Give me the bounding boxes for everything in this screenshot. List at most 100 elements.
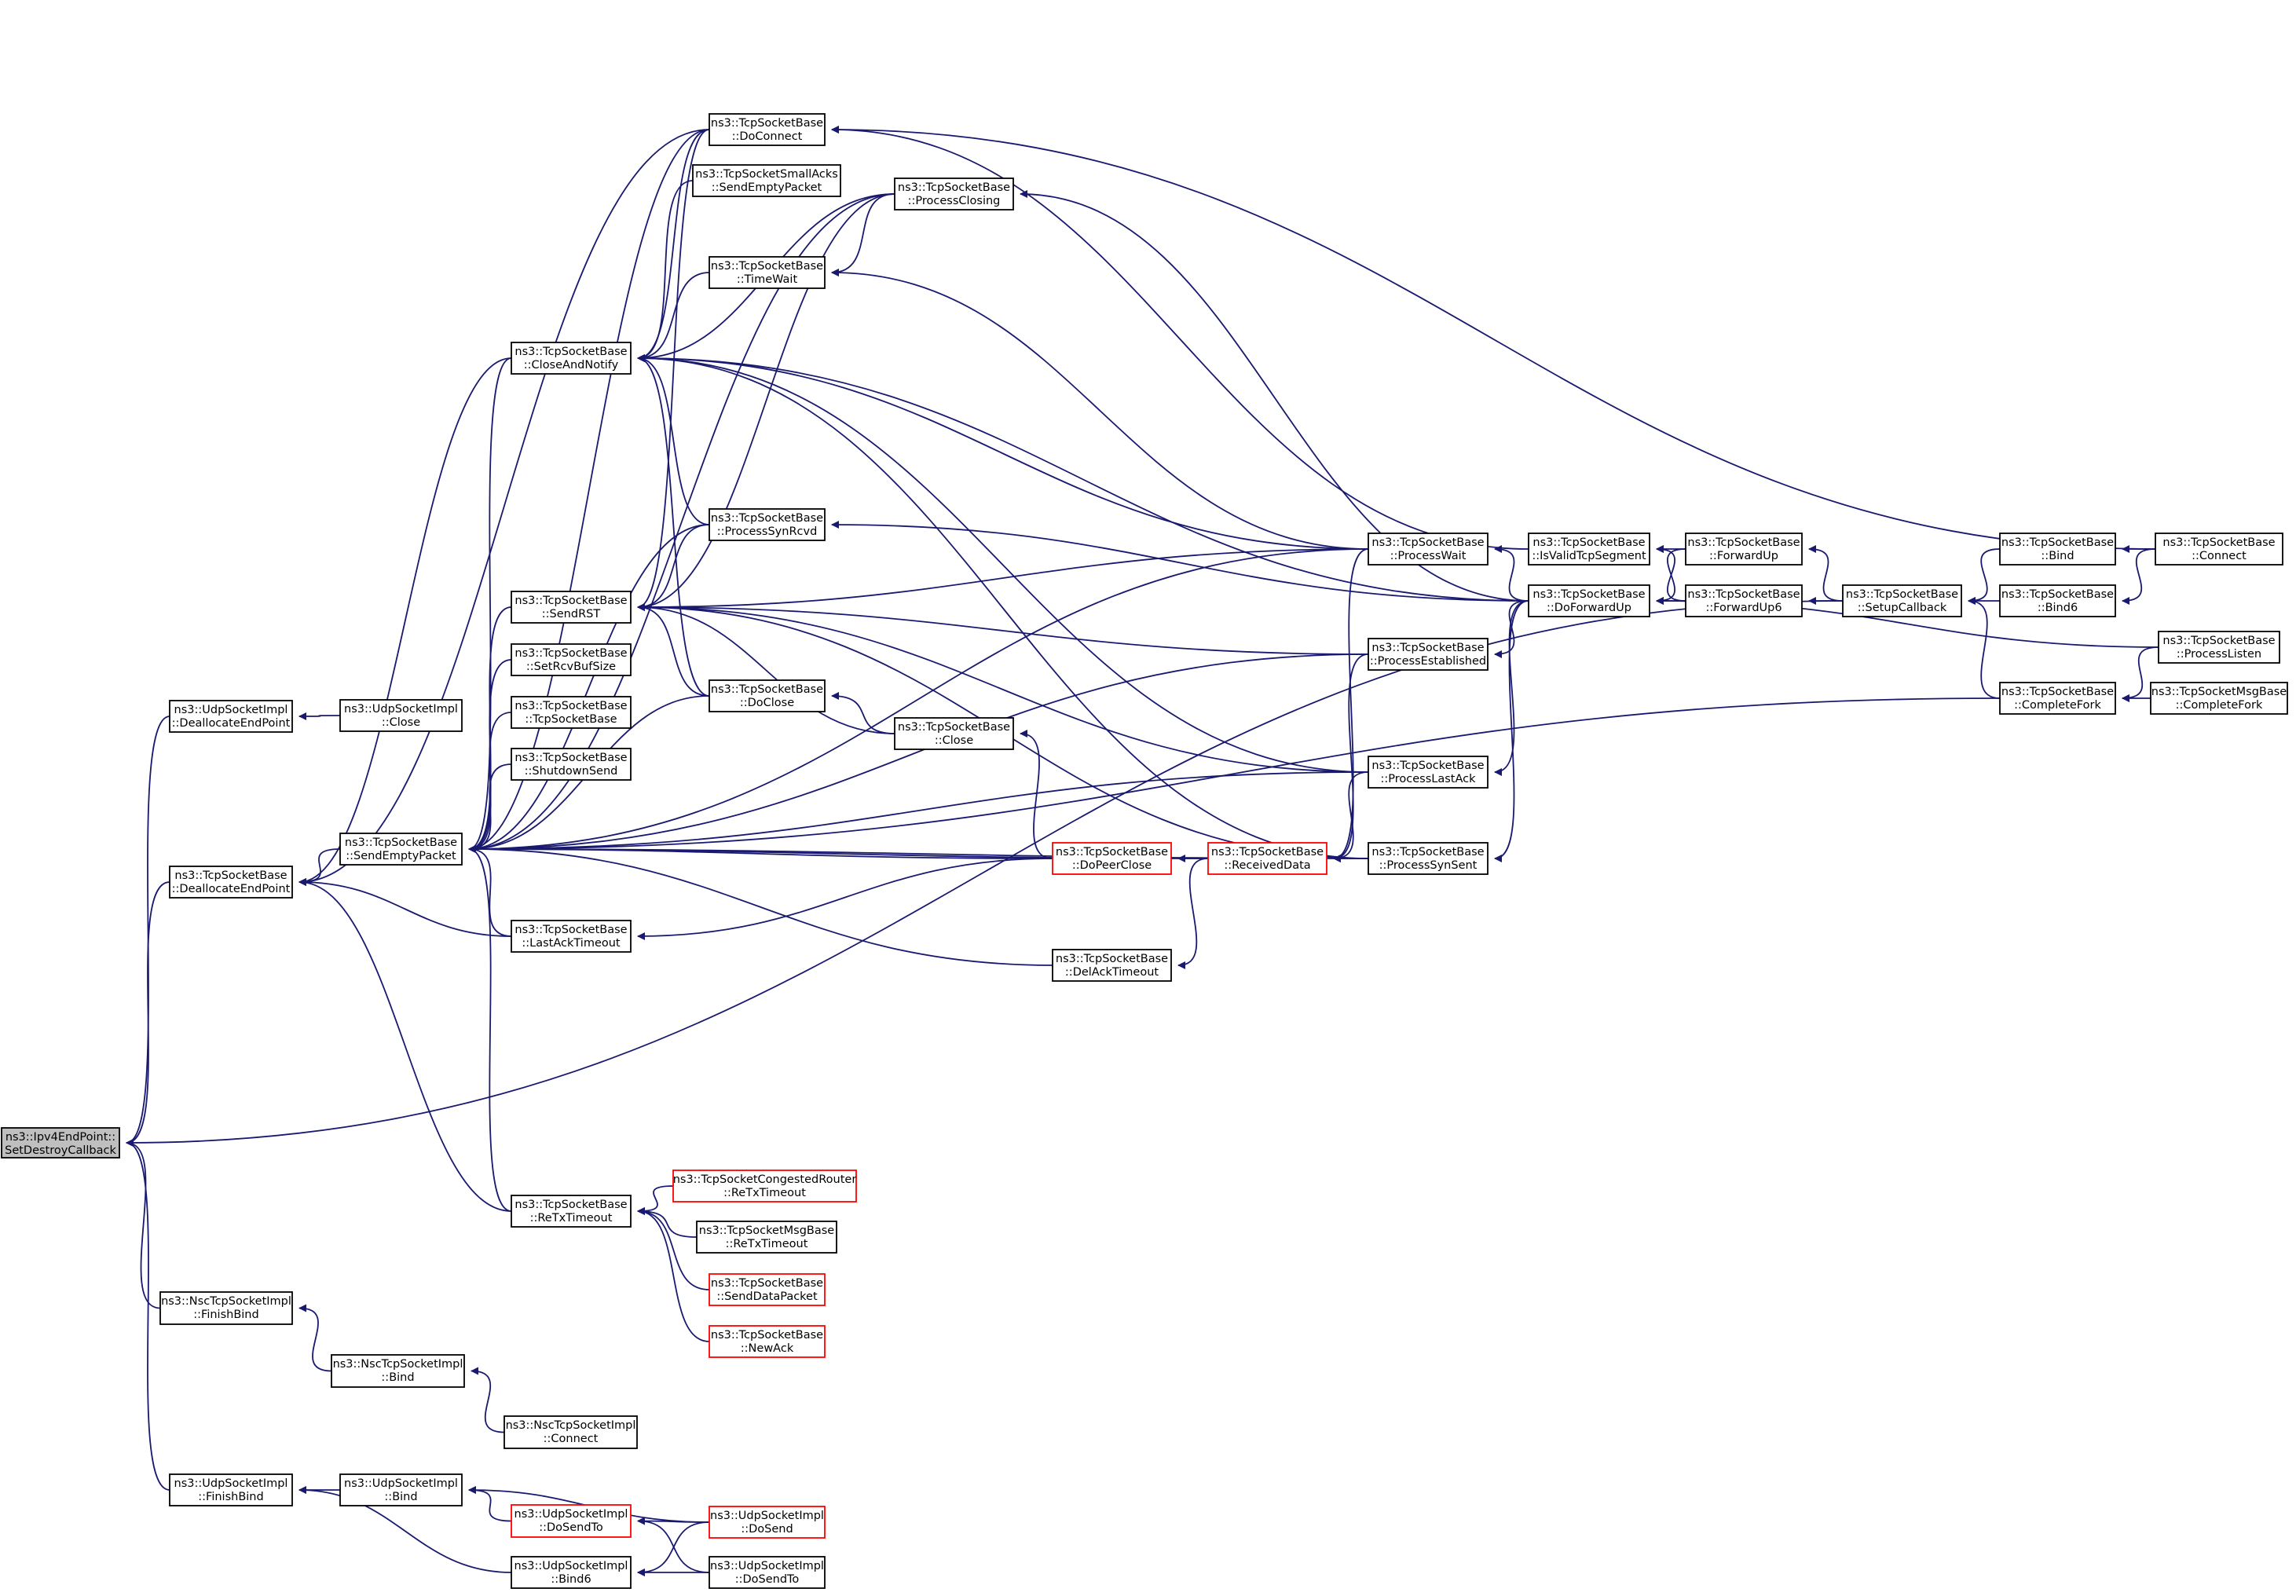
edge-sendrst-to-processclosing [637, 193, 895, 611]
node-bind[interactable]: ns3::TcpSocketBase::Bind [1999, 533, 2116, 566]
edge-root-to-udp_dealloc [126, 716, 170, 1147]
node-label-line2: ::ReTxTimeout [726, 1238, 808, 1250]
edge-closenotify-to-processwait [637, 354, 1369, 550]
edge-forwardup-to-setupcallback [1808, 545, 1844, 602]
node-label-line1: ns3::TcpSocketBase [1687, 536, 1800, 549]
node-nsc-finishbind[interactable]: ns3::NscTcpSocketImpl::FinishBind [159, 1291, 293, 1325]
node-doclose[interactable]: ns3::TcpSocketBase::DoClose [709, 679, 826, 712]
node-dopeerclose[interactable]: ns3::TcpSocketBase::DoPeerClose [1052, 842, 1172, 875]
node-udp-dealloc[interactable]: ns3::UdpSocketImpl::DeallocateEndPoint [169, 700, 293, 733]
node-setupcallback[interactable]: ns3::TcpSocketBase::SetupCallback [1842, 584, 1962, 617]
node-label-line2: ::Bind6 [551, 1573, 591, 1586]
node-udp-dosend[interactable]: ns3::UdpSocketImpl::DoSend [709, 1506, 826, 1539]
node-processlastack[interactable]: ns3::TcpSocketBase::ProcessLastAck [1368, 756, 1489, 789]
node-box [2155, 533, 2283, 566]
node-box [709, 679, 826, 712]
node-retxtimeout[interactable]: ns3::TcpSocketBase::ReTxTimeout [511, 1195, 632, 1228]
node-processclosing[interactable]: ns3::TcpSocketBase::ProcessClosing [894, 178, 1014, 210]
node-label-line2: ::Connect [544, 1433, 599, 1445]
edge-doforwardup-to-forwardup [1656, 548, 1686, 605]
node-close[interactable]: ns3::TcpSocketBase::Close [894, 717, 1014, 750]
node-timewait[interactable]: ns3::TcpSocketBase::TimeWait [709, 256, 826, 289]
node-tcp-dealloc[interactable]: ns3::TcpSocketBase::DeallocateEndPoint [169, 866, 293, 899]
node-shutdownsend[interactable]: ns3::TcpSocketBase::ShutdownSend [511, 748, 632, 781]
node-label-line2: ::DoSend [741, 1523, 793, 1536]
node-label-line2: ::NewAck [741, 1342, 794, 1355]
node-processsynrcvd[interactable]: ns3::TcpSocketBase::ProcessSynRcvd [709, 508, 826, 541]
node-processestablished[interactable]: ns3::TcpSocketBase::ProcessEstablished [1368, 638, 1489, 671]
node-udp-dosendto2[interactable]: ns3::UdpSocketImpl::DoSendTo [709, 1556, 826, 1589]
node-doconnect[interactable]: ns3::TcpSocketBase::DoConnect [709, 113, 826, 146]
node-doforwardup[interactable]: ns3::TcpSocketBase::DoForwardUp [1528, 584, 1650, 617]
node-congested[interactable]: ns3::TcpSocketCongestedRouter::ReTxTimeo… [672, 1170, 857, 1202]
node-label-line2: ::Bind [384, 1491, 417, 1503]
node-label-line1: ns3::UdpSocketImpl [344, 703, 458, 716]
node-sendrst[interactable]: ns3::TcpSocketBase::SendRST [511, 591, 632, 624]
node-smallacks[interactable]: ns3::TcpSocketSmallAcks::SendEmptyPacket [692, 164, 841, 197]
node-completefork[interactable]: ns3::TcpSocketBase::CompleteFork [1999, 682, 2116, 715]
node-processlisten[interactable]: ns3::TcpSocketBase::ProcessListen [2158, 631, 2280, 664]
node-tcpctor[interactable]: ns3::TcpSocketBase::TcpSocketBase [511, 696, 632, 729]
node-box [511, 1556, 632, 1589]
node-box [1368, 533, 1489, 566]
node-forwardup6[interactable]: ns3::TcpSocketBase::ForwardUp6 [1685, 584, 1803, 617]
node-udp-bind6[interactable]: ns3::UdpSocketImpl::Bind6 [511, 1556, 632, 1589]
node-isvalid[interactable]: ns3::TcpSocketBase::IsValidTcpSegment [1528, 533, 1650, 566]
node-msg-completefork[interactable]: ns3::TcpSocketMsgBase::CompleteFork [2150, 682, 2288, 715]
node-nsc-connect[interactable]: ns3::NscTcpSocketImpl::Connect [504, 1415, 638, 1449]
node-label-line1: ns3::Ipv4EndPoint:: [5, 1131, 115, 1144]
edge-sendrst-to-processlastack [637, 603, 1369, 773]
node-bind6[interactable]: ns3::TcpSocketBase::Bind6 [1999, 584, 2116, 617]
node-udp-bind[interactable]: ns3::UdpSocketImpl::Bind [339, 1473, 463, 1506]
node-label-line2: ::ReTxTimeout [723, 1187, 806, 1199]
node-msg-retx[interactable]: ns3::TcpSocketMsgBase::ReTxTimeout [696, 1221, 837, 1254]
node-processsynsent[interactable]: ns3::TcpSocketBase::ProcessSynSent [1368, 842, 1489, 875]
edge-processsynrcvd-to-doforwardup [831, 521, 1529, 602]
node-processwait[interactable]: ns3::TcpSocketBase::ProcessWait [1368, 533, 1489, 566]
node-sendempty[interactable]: ns3::TcpSocketBase::SendEmptyPacket [339, 833, 463, 866]
node-setrcvbuf[interactable]: ns3::TcpSocketBase::SetRcvBufSize [511, 643, 632, 676]
node-lastacktimeout[interactable]: ns3::TcpSocketBase::LastAckTimeout [511, 920, 632, 953]
node-label-line2: ::FinishBind [193, 1309, 258, 1321]
node-label-line2: ::TcpSocketBase [525, 713, 617, 726]
node-udp-finishbind[interactable]: ns3::UdpSocketImpl::FinishBind [169, 1473, 293, 1506]
node-label-line1: ns3::TcpSocketBase [711, 683, 823, 696]
node-label-line1: ns3::TcpSocketBase [1056, 953, 1168, 965]
edge-closenotify-to-smallacks [637, 180, 694, 362]
node-box [1999, 682, 2116, 715]
node-box [894, 717, 1014, 750]
node-box [339, 833, 463, 866]
node-receiveddata[interactable]: ns3::TcpSocketBase::ReceivedData [1207, 842, 1327, 875]
node-root[interactable]: ns3::Ipv4EndPoint::SetDestroyCallback [1, 1127, 120, 1159]
node-newack[interactable]: ns3::TcpSocketBase::NewAck [709, 1325, 826, 1358]
node-delacktimeout[interactable]: ns3::TcpSocketBase::DelAckTimeout [1052, 949, 1172, 982]
node-box [1, 1127, 120, 1159]
node-box [1528, 584, 1650, 617]
node-label-line1: ns3::NscTcpSocketImpl [333, 1358, 463, 1371]
node-label-line1: ns3::TcpSocketBase [711, 260, 823, 273]
node-box [709, 1556, 826, 1589]
node-senddatapacket[interactable]: ns3::TcpSocketBase::SendDataPacket [709, 1273, 826, 1306]
node-label-line1: ns3::TcpSocketBase [1371, 536, 1484, 549]
node-label-line1: ns3::TcpSocketBase [1532, 536, 1645, 549]
edge-processclosing-to-doforwardup [1020, 190, 1529, 602]
node-connect[interactable]: ns3::TcpSocketBase::Connect [2155, 533, 2283, 566]
edge-sendempty-to-lastacktimeout [468, 845, 512, 937]
node-label-line2: ::TimeWait [737, 273, 798, 286]
node-box [1842, 584, 1962, 617]
node-box [331, 1354, 465, 1388]
edge-retxtimeout-to-msg_retx [637, 1207, 698, 1238]
node-forwardup[interactable]: ns3::TcpSocketBase::ForwardUp [1685, 533, 1803, 566]
node-nsc-bind[interactable]: ns3::NscTcpSocketImpl::Bind [331, 1354, 465, 1388]
node-box [2158, 631, 2280, 664]
node-label-line2: ::ProcessWait [1390, 550, 1467, 562]
node-box [1528, 533, 1650, 566]
node-box [511, 643, 632, 676]
edge-closenotify-to-processsynsent [637, 354, 1369, 859]
node-udp-close[interactable]: ns3::UdpSocketImpl::Close [339, 699, 463, 732]
node-udp-dosendto[interactable]: ns3::UdpSocketImpl::DoSendTo [511, 1504, 632, 1538]
node-label-line1: ns3::TcpSocketBase [1532, 588, 1645, 601]
node-box [169, 700, 293, 733]
node-closenotify[interactable]: ns3::TcpSocketBase::CloseAndNotify [511, 342, 632, 375]
